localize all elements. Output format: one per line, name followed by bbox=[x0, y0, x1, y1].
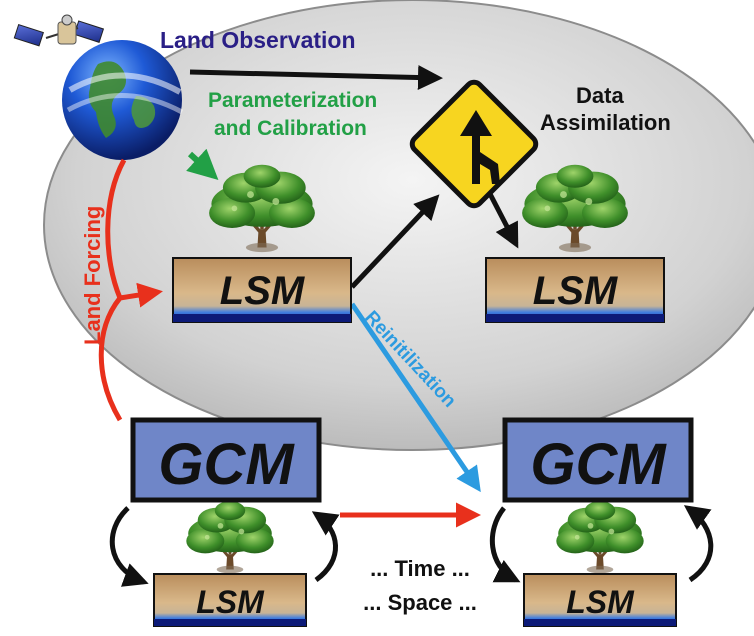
satellite-icon bbox=[13, 14, 105, 47]
reinitialization-arrow bbox=[349, 302, 481, 493]
lsm-label: LSM bbox=[566, 584, 635, 620]
gcm-label: GCM bbox=[158, 432, 295, 497]
calibration-label: and Calibration bbox=[214, 117, 367, 140]
gcm-box-right: GCM bbox=[502, 417, 694, 503]
land-forcing-label: Land Forcing bbox=[80, 206, 105, 345]
lsm-block-left: LSM bbox=[172, 257, 352, 323]
parameterization-label: Parameterization bbox=[208, 89, 377, 112]
gcm-box-left: GCM bbox=[130, 417, 322, 503]
parameterization-arrow bbox=[186, 148, 219, 181]
background-ellipse bbox=[43, 0, 754, 451]
land-observation-label: Land Observation bbox=[160, 27, 356, 53]
gcm-label: GCM bbox=[530, 432, 667, 497]
lsm-label: LSM bbox=[220, 269, 306, 313]
lsm-label: LSM bbox=[196, 584, 265, 620]
right-cycle-down-arrow bbox=[489, 506, 521, 583]
globe-icon bbox=[62, 40, 184, 160]
lsm-block-right: LSM bbox=[485, 257, 665, 323]
land-forcing-arrow bbox=[98, 282, 163, 422]
lsm-block-bottom-right: LSM bbox=[523, 573, 677, 627]
tree-icon bbox=[184, 499, 276, 575]
assimilation-label: Assimilation bbox=[540, 110, 671, 135]
tree-icon bbox=[554, 499, 646, 575]
data-label: Data bbox=[576, 83, 624, 108]
land-forcing-upper bbox=[105, 158, 127, 299]
right-cycle-up-arrow bbox=[683, 505, 714, 583]
assimilation-to-lsm-arrow bbox=[485, 188, 519, 249]
lsm-label: LSM bbox=[533, 269, 619, 313]
space-label: ... Space ... bbox=[363, 590, 477, 615]
lsm-to-assimilation-arrow bbox=[350, 194, 440, 289]
lsm-block-bottom-left: LSM bbox=[153, 573, 307, 627]
merge-sign-icon bbox=[409, 79, 539, 209]
land-observation-arrow bbox=[189, 65, 443, 91]
left-cycle-up-arrow bbox=[311, 511, 340, 583]
left-cycle-down-arrow bbox=[109, 506, 149, 587]
time-label: ... Time ... bbox=[370, 556, 470, 581]
